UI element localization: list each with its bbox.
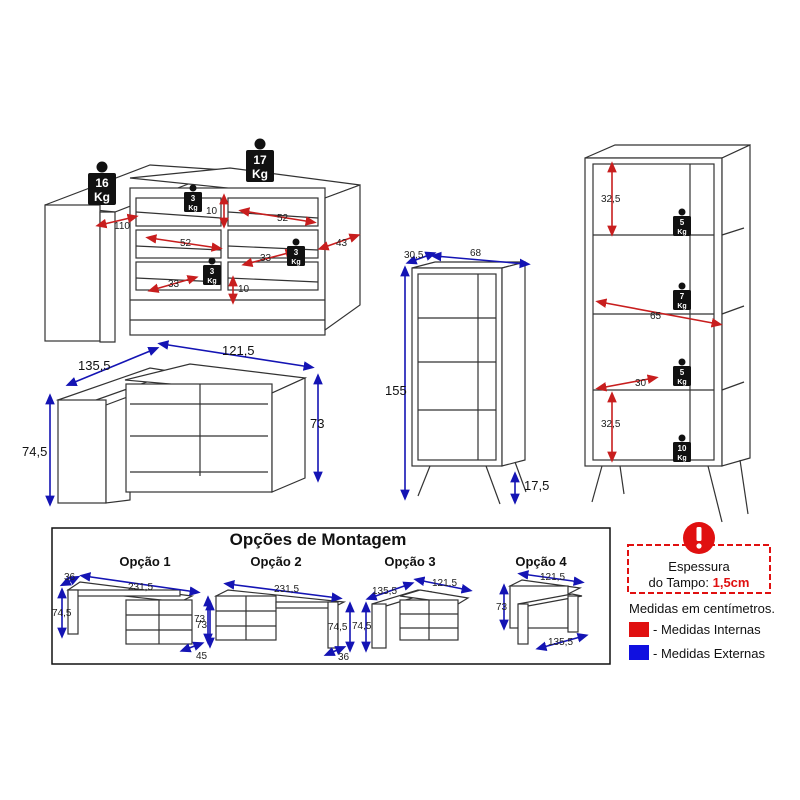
svg-text:Kg: Kg	[291, 259, 300, 266]
dim-shelf-height: 155	[385, 383, 407, 398]
weight-17kg-icon: 17 Kg	[246, 138, 274, 182]
dim-desk-height: 74,5	[22, 444, 47, 459]
opt1-dim-desk-h: 74,5	[52, 608, 72, 619]
svg-text:Kg: Kg	[677, 303, 686, 310]
svg-text:do Tampo: 1,5cm: do Tampo: 1,5cm	[649, 575, 750, 590]
small-bookshelf: 30,5 68 155 17,5	[385, 248, 549, 505]
dim-tall-depth: 30	[635, 378, 647, 389]
opt2-dim-depth: 36	[338, 652, 350, 663]
options-title: Opções de Montagem	[230, 530, 407, 549]
svg-text:3: 3	[294, 248, 299, 257]
tall-bookshelf: 32,5 65 30 32,5 5 Kg 7 Kg 5 Kg 10	[584, 144, 751, 523]
notice-thickness-value: 1,5cm	[713, 575, 750, 590]
opt2-dim-cab-h: 73	[194, 614, 206, 625]
opt4-dim-cab-h: 73	[496, 602, 508, 613]
dim-drawer-depth-left: 33	[168, 279, 180, 290]
dim-tall-top-gap: 32,5	[601, 194, 621, 205]
svg-text:Kg: Kg	[188, 205, 197, 212]
weight-3kg-icon: 3 Kg	[203, 257, 221, 285]
svg-text:3: 3	[210, 267, 215, 276]
svg-text:Kg: Kg	[207, 278, 216, 285]
weight-3kg-icon: 3 Kg	[184, 184, 202, 212]
svg-text:5: 5	[680, 218, 685, 227]
assembly-options-panel: Opções de Montagem Opção 1 36 231,5 74,5…	[51, 527, 611, 665]
opt3-dim-cab-l: 121,5	[432, 578, 457, 589]
desk-assembled-view: 135,5 121,5 74,5 73	[22, 340, 324, 507]
legend: Medidas em centímetros. - Medidas Intern…	[629, 601, 775, 661]
dim-shelf-depth: 30,5	[404, 250, 424, 261]
svg-text:7: 7	[680, 292, 685, 301]
svg-text:Kg: Kg	[94, 190, 110, 204]
option-3-label: Opção 3	[384, 554, 435, 569]
svg-text:10: 10	[678, 444, 687, 453]
weight-3kg-icon: 3 Kg	[287, 238, 305, 266]
desk-exploded-view: 110 52 10 52 33 33 10 43 16 Kg 17 Kg	[44, 138, 361, 343]
dim-drawer-width-mid: 52	[180, 238, 192, 249]
dim-desk-depth-int: 110	[114, 221, 130, 232]
svg-text:Kg: Kg	[677, 379, 686, 386]
svg-text:Kg: Kg	[252, 167, 268, 181]
dim-drawer-height-top: 10	[206, 206, 218, 217]
notice-line2-prefix: do Tampo:	[649, 575, 713, 590]
opt3-dim-desk-l: 135,5	[372, 586, 397, 597]
opt1-dim-length: 231,5	[128, 582, 153, 593]
svg-text:16: 16	[95, 176, 109, 190]
svg-text:Kg: Kg	[677, 455, 686, 462]
opt4-dim-desk-l: 135,5	[548, 637, 573, 648]
option-4-label: Opção 4	[515, 554, 567, 569]
opt1-dim-depth: 36	[64, 572, 76, 583]
opt1-dim-cab-h: 73	[196, 620, 208, 631]
dim-cabinet-depth: 43	[336, 238, 348, 249]
weight-16kg-icon: 16 Kg	[88, 161, 116, 205]
svg-text:5: 5	[680, 368, 685, 377]
opt4-dim-cab-l: 121,5	[540, 572, 565, 583]
dim-shelf-width: 68	[470, 248, 482, 259]
dim-tall-width: 65	[650, 311, 662, 322]
dim-drawer-height-bottom: 10	[238, 284, 250, 295]
dim-cabinet-height: 73	[310, 416, 324, 431]
svg-text:Kg: Kg	[677, 229, 686, 236]
weight-10kg-icon: 10 Kg	[673, 434, 691, 462]
dim-desk-length: 135,5	[78, 358, 111, 373]
weight-5kg-icon: 5 Kg	[673, 208, 691, 236]
option-1-label: Opção 1	[119, 554, 170, 569]
dim-shelf-legs: 17,5	[524, 478, 549, 493]
dim-drawer-depth-right: 33	[260, 253, 272, 264]
legend-internal-swatch	[629, 622, 649, 637]
notice-line1: Espessura	[668, 559, 730, 574]
opt3-dim-desk-h: 74,5	[352, 621, 372, 632]
svg-text:3: 3	[191, 194, 196, 203]
weight-5kg-icon: 5 Kg	[673, 358, 691, 386]
option-2-label: Opção 2	[250, 554, 301, 569]
opt1-dim-cab-d: 45	[196, 651, 208, 662]
unit-note: Medidas em centímetros.	[629, 601, 775, 616]
legend-internal-label: - Medidas Internas	[653, 622, 761, 637]
dim-drawer-width-top: 52	[277, 213, 289, 224]
dim-tall-bottom-gap: 32,5	[601, 419, 621, 430]
opt2-dim-desk-h: 74,5	[328, 622, 348, 633]
dim-cabinet-length: 121,5	[222, 343, 255, 358]
opt2-dim-length: 231,5	[274, 584, 299, 595]
svg-text:17: 17	[253, 153, 267, 167]
weight-7kg-icon: 7 Kg	[673, 282, 691, 310]
legend-external-label: - Medidas Externas	[653, 646, 765, 661]
legend-external-swatch	[629, 645, 649, 660]
thickness-notice: Espessura do Tampo: 1,5cm	[627, 522, 771, 594]
